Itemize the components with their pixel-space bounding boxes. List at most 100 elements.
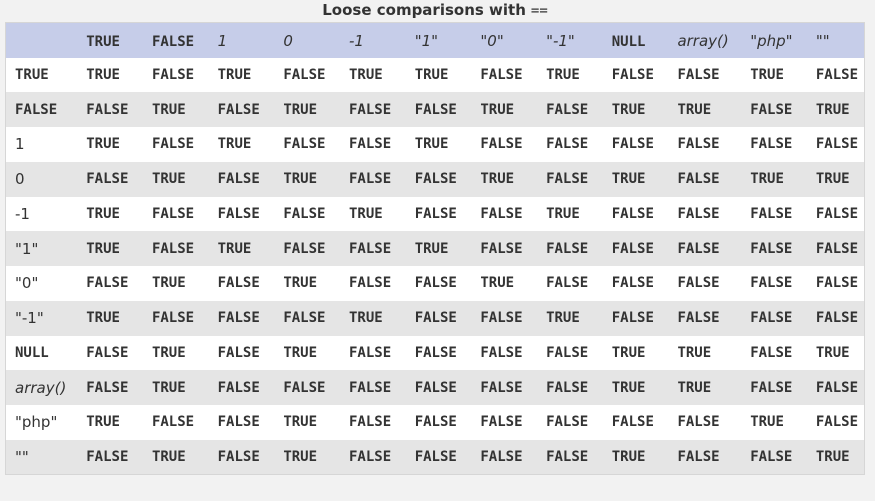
row-header: "php" bbox=[6, 405, 78, 440]
result-cell: FALSE bbox=[750, 379, 793, 396]
result-cell: FALSE bbox=[86, 171, 129, 188]
column-header: TRUE bbox=[77, 23, 143, 58]
result-cell: FALSE bbox=[349, 379, 392, 396]
result-cell: TRUE bbox=[86, 205, 120, 222]
result-cell: FALSE bbox=[546, 414, 589, 431]
result-cell: FALSE bbox=[677, 171, 720, 188]
result-cell: TRUE bbox=[677, 379, 712, 396]
result-cell: TRUE bbox=[217, 136, 252, 153]
row-header-label: "-1" bbox=[15, 309, 44, 328]
result-cell: TRUE bbox=[546, 205, 580, 222]
row-header-label: 1 bbox=[15, 135, 25, 154]
result-cell: TRUE bbox=[283, 275, 318, 292]
result-cell: TRUE bbox=[349, 66, 383, 83]
result-cell: FALSE bbox=[815, 205, 859, 222]
result-cell: FALSE bbox=[750, 240, 793, 257]
result-cell: TRUE bbox=[750, 414, 784, 431]
row-header: "0" bbox=[6, 266, 78, 301]
result-cell: FALSE bbox=[611, 205, 654, 222]
result-cell: FALSE bbox=[611, 240, 654, 257]
result-cell: TRUE bbox=[815, 171, 850, 188]
column-header-label: FALSE bbox=[151, 33, 195, 50]
result-cell: FALSE bbox=[750, 136, 793, 153]
result-cell: FALSE bbox=[750, 310, 793, 327]
result-cell: FALSE bbox=[86, 344, 129, 361]
result-cell: TRUE bbox=[750, 171, 784, 188]
result-cell: TRUE bbox=[480, 171, 515, 188]
result-cell: TRUE bbox=[677, 101, 712, 118]
result-cell: TRUE bbox=[480, 275, 515, 292]
column-header: "php" bbox=[741, 23, 807, 58]
column-header-label: 0 bbox=[283, 31, 293, 50]
result-cell: TRUE bbox=[414, 240, 449, 257]
result-cell: FALSE bbox=[86, 275, 129, 292]
row-header-label: NULL bbox=[15, 344, 49, 361]
result-cell: FALSE bbox=[677, 205, 720, 222]
result-cell: FALSE bbox=[677, 448, 720, 465]
result-cell: TRUE bbox=[86, 414, 120, 431]
row-header-label: "" bbox=[15, 447, 29, 466]
column-header-label: 1 bbox=[217, 31, 228, 50]
corner-cell bbox=[6, 23, 78, 58]
result-cell: FALSE bbox=[414, 310, 457, 327]
result-cell: TRUE bbox=[546, 66, 580, 83]
row-header: -1 bbox=[6, 197, 78, 232]
row-header: 0 bbox=[6, 162, 78, 197]
result-cell: TRUE bbox=[217, 240, 252, 257]
result-cell: FALSE bbox=[86, 379, 129, 396]
result-cell: FALSE bbox=[546, 379, 589, 396]
row-header: "" bbox=[6, 440, 78, 475]
result-cell: FALSE bbox=[546, 344, 589, 361]
result-cell: TRUE bbox=[815, 344, 850, 361]
row-header-label: 0 bbox=[15, 170, 25, 189]
result-cell: TRUE bbox=[86, 66, 120, 83]
result-cell: FALSE bbox=[414, 205, 457, 222]
result-cell: FALSE bbox=[677, 240, 720, 257]
result-cell: FALSE bbox=[611, 310, 654, 327]
result-cell: FALSE bbox=[414, 344, 457, 361]
result-cell: FALSE bbox=[750, 344, 793, 361]
result-cell: FALSE bbox=[480, 205, 523, 222]
row-header: TRUE bbox=[6, 58, 78, 93]
result-cell: TRUE bbox=[414, 136, 449, 153]
result-cell: TRUE bbox=[815, 448, 850, 465]
result-cell: FALSE bbox=[815, 310, 859, 327]
row-header: FALSE bbox=[6, 92, 78, 127]
row-header-label: array() bbox=[15, 378, 67, 397]
result-cell: TRUE bbox=[151, 379, 186, 396]
result-cell: FALSE bbox=[414, 448, 457, 465]
result-cell: FALSE bbox=[217, 344, 260, 361]
result-cell: TRUE bbox=[151, 101, 186, 118]
result-cell: TRUE bbox=[283, 448, 318, 465]
result-cell: FALSE bbox=[151, 414, 195, 431]
result-cell: FALSE bbox=[677, 310, 720, 327]
result-cell: TRUE bbox=[349, 205, 383, 222]
column-header-label: "" bbox=[815, 31, 830, 50]
result-cell: FALSE bbox=[151, 310, 195, 327]
result-cell: FALSE bbox=[414, 414, 457, 431]
result-cell: FALSE bbox=[480, 310, 523, 327]
result-cell: TRUE bbox=[677, 344, 712, 361]
result-cell: FALSE bbox=[480, 344, 523, 361]
result-cell: FALSE bbox=[611, 66, 654, 83]
column-header-label: "0" bbox=[480, 31, 504, 50]
result-cell: TRUE bbox=[611, 448, 646, 465]
result-cell: TRUE bbox=[611, 344, 646, 361]
result-cell: TRUE bbox=[283, 414, 318, 431]
result-cell: FALSE bbox=[349, 275, 392, 292]
column-header-label: array() bbox=[677, 31, 729, 50]
result-cell: FALSE bbox=[283, 240, 326, 257]
result-cell: FALSE bbox=[611, 414, 654, 431]
result-cell: TRUE bbox=[151, 171, 186, 188]
result-cell: FALSE bbox=[677, 414, 720, 431]
result-cell: FALSE bbox=[217, 171, 260, 188]
result-cell: TRUE bbox=[86, 310, 120, 327]
result-cell: TRUE bbox=[283, 101, 318, 118]
